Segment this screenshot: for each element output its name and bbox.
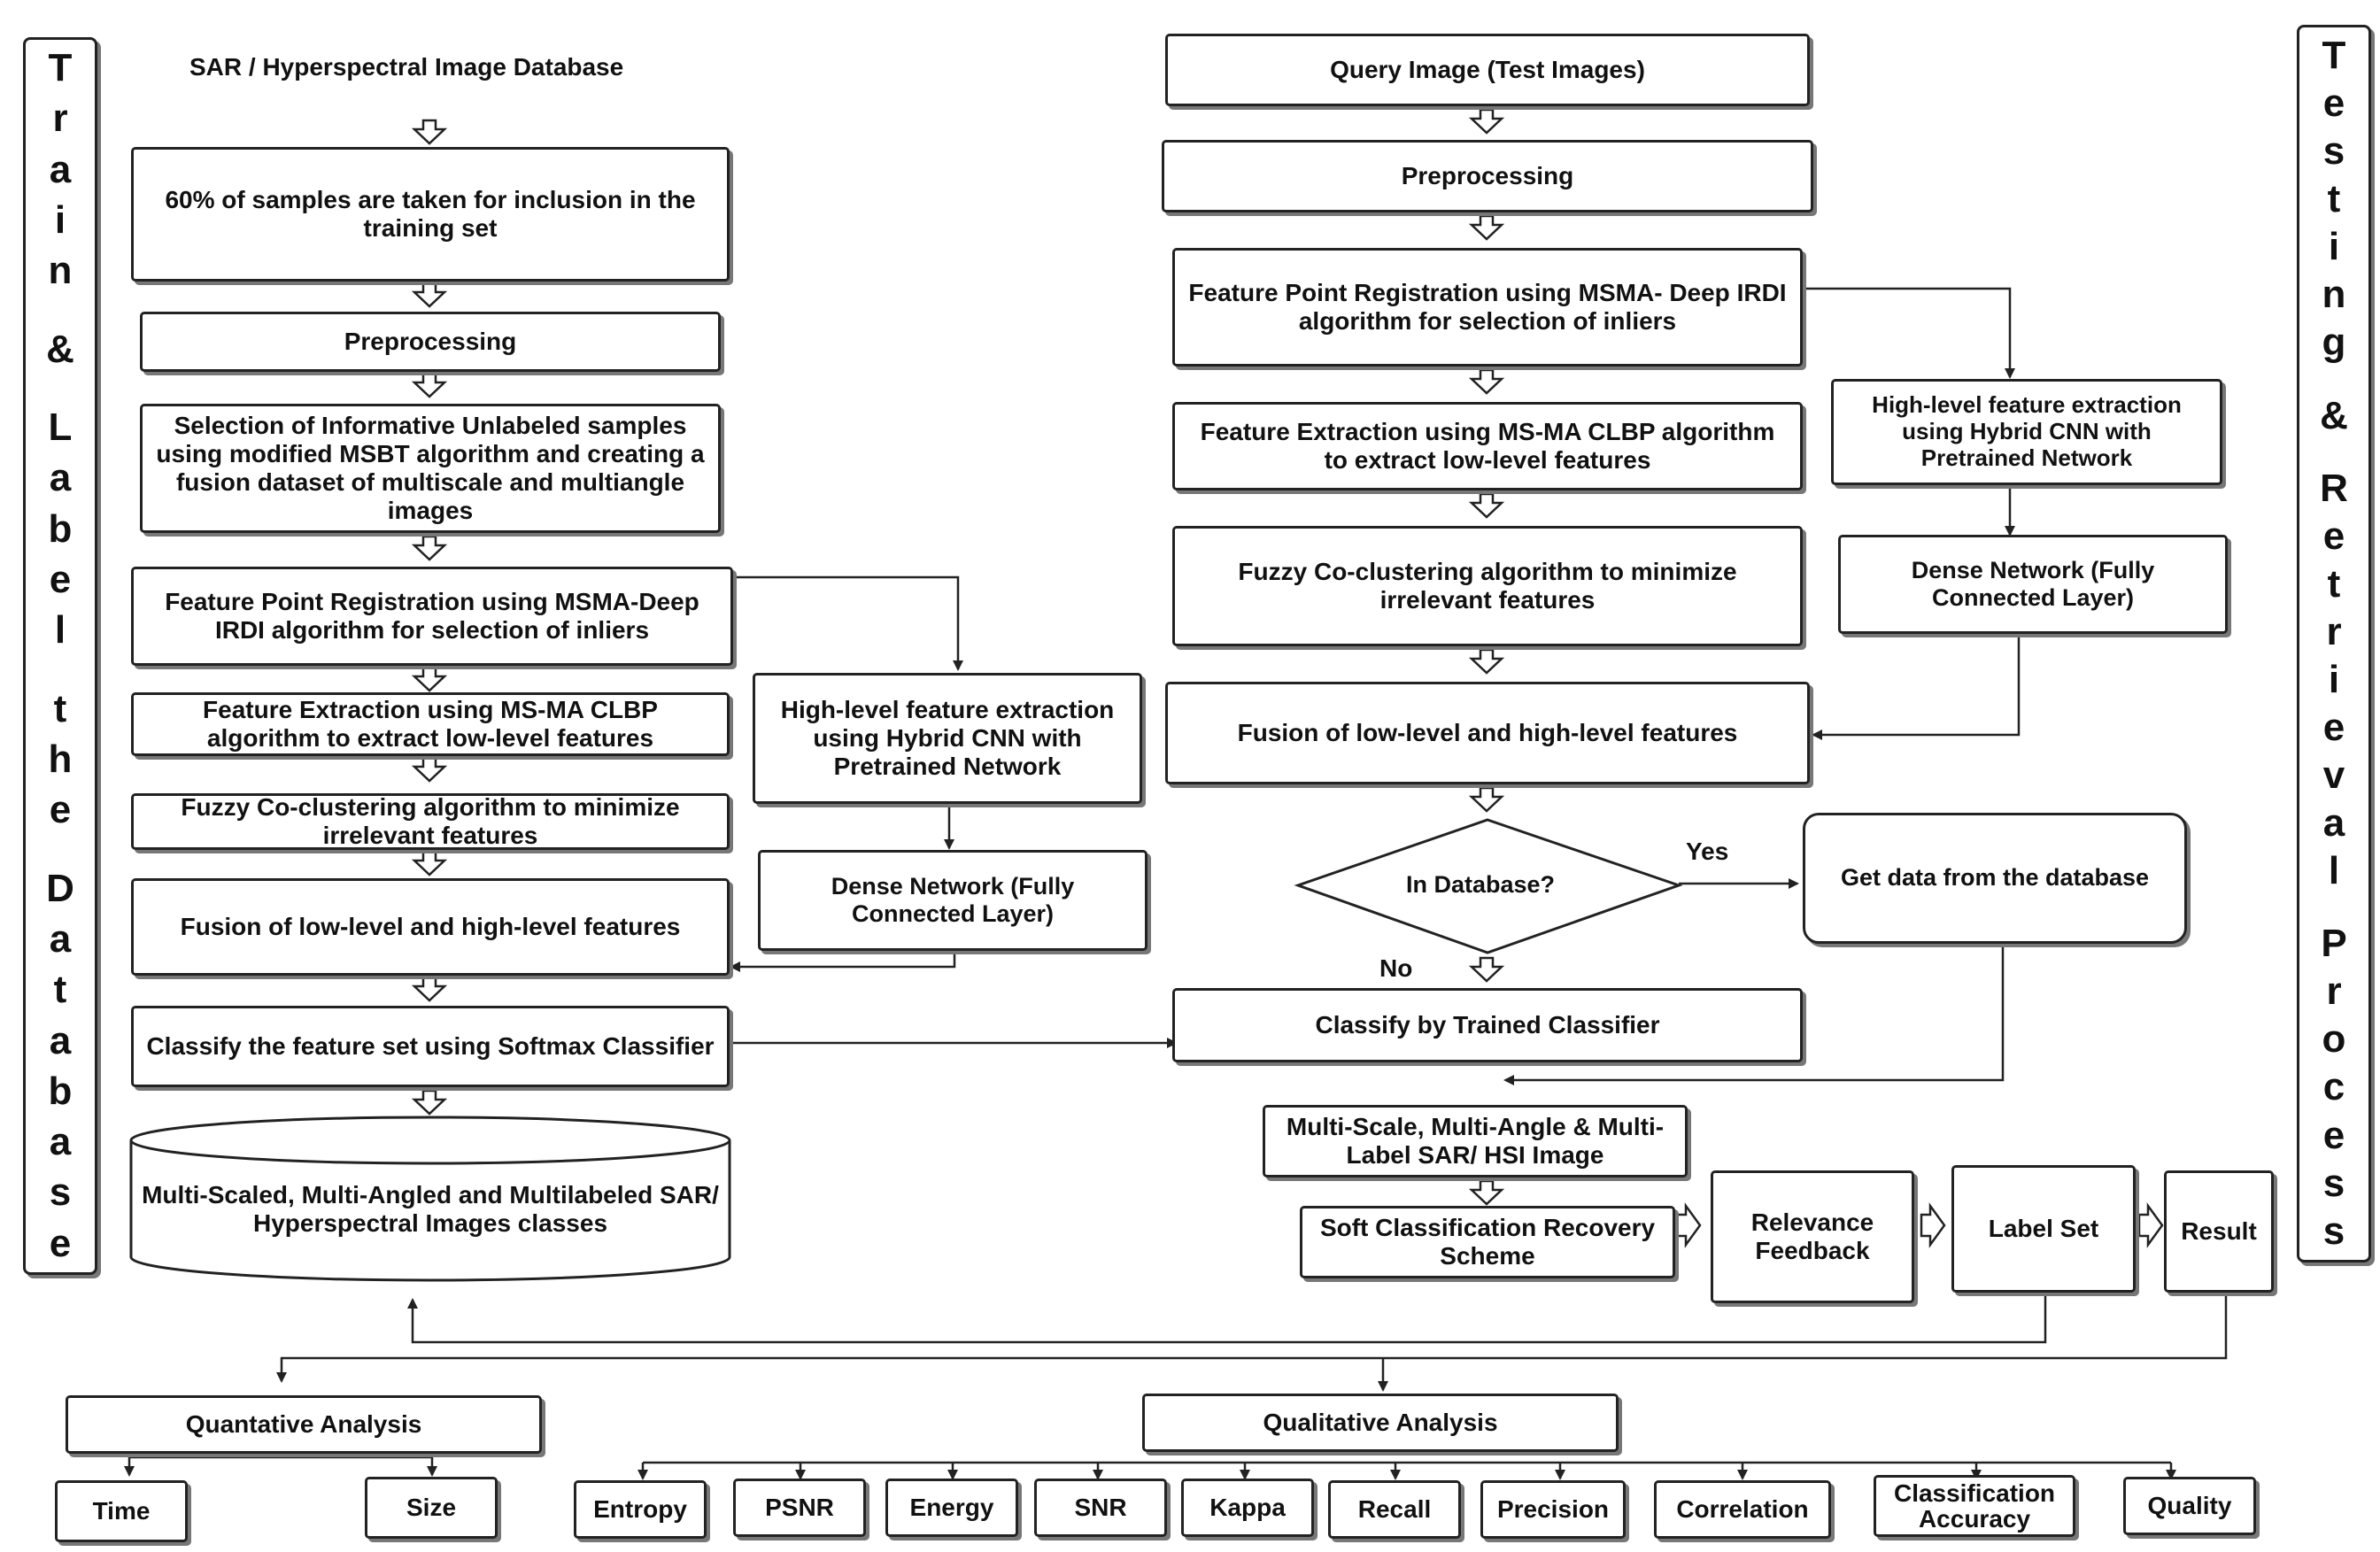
side-label-char: g bbox=[2322, 320, 2346, 365]
side-label-char: v bbox=[2322, 753, 2345, 797]
side-label-char: s bbox=[2322, 1208, 2345, 1253]
side-label-char: R bbox=[2320, 466, 2348, 510]
test-fusion-box: Fusion of low-level and high-level featu… bbox=[1165, 682, 1810, 784]
side-label-char: c bbox=[2322, 1065, 2345, 1109]
label-set-box: Label Set bbox=[1951, 1165, 2136, 1293]
side-label-char: s bbox=[2322, 1161, 2345, 1205]
metric-quality: Quality bbox=[2123, 1477, 2256, 1535]
test-dense-network-box: Dense Network (Fully Connected Layer) bbox=[1838, 535, 2228, 634]
training-samples-box: 60% of samples are taken for inclusion i… bbox=[131, 147, 730, 282]
decision-yes-label: Yes bbox=[1686, 838, 1729, 865]
side-label-char: a bbox=[49, 456, 72, 500]
test-clustering-box: Fuzzy Co-clustering algorithm to minimiz… bbox=[1172, 526, 1803, 646]
get-data-box: Get data from the database bbox=[1803, 813, 2187, 944]
metric-recall: Recall bbox=[1328, 1480, 1461, 1539]
side-label-char: t bbox=[2327, 177, 2341, 221]
side-label-char: e bbox=[2322, 1113, 2345, 1157]
test-preprocessing-box: Preprocessing bbox=[1162, 140, 1813, 212]
side-label-char: i bbox=[54, 197, 66, 242]
metric-kappa: Kappa bbox=[1181, 1479, 1314, 1537]
quantitative-analysis-box: Quantative Analysis bbox=[66, 1395, 542, 1454]
side-label-char: T bbox=[2322, 34, 2346, 77]
side-label-char: e bbox=[49, 1221, 72, 1265]
side-label-char: l bbox=[2328, 849, 2340, 893]
side-label-char: a bbox=[2322, 801, 2345, 845]
database-cylinder bbox=[129, 1116, 731, 1282]
side-label-char: T bbox=[48, 46, 73, 89]
side-label-char: & bbox=[46, 327, 74, 371]
side-label-char: e bbox=[2322, 513, 2345, 558]
train-highlevel-cnn-box: High-level feature extraction using Hybr… bbox=[753, 673, 1142, 804]
side-label-char: L bbox=[48, 405, 73, 450]
side-label-char: t bbox=[53, 686, 67, 730]
train-preprocessing-box: Preprocessing bbox=[140, 312, 721, 372]
train-fusion-box: Fusion of low-level and high-level featu… bbox=[131, 878, 730, 976]
metric-precision: Precision bbox=[1480, 1480, 1626, 1539]
metric-entropy: Entropy bbox=[574, 1480, 707, 1539]
metric-energy: Energy bbox=[885, 1479, 1018, 1537]
side-label-char: o bbox=[2322, 1017, 2346, 1062]
side-label-char: a bbox=[49, 917, 72, 961]
metric-psnr: PSNR bbox=[733, 1479, 866, 1537]
train-clustering-box: Fuzzy Co-clustering algorithm to minimiz… bbox=[131, 793, 730, 850]
side-label-char: a bbox=[49, 1120, 72, 1164]
metric-snr: SNR bbox=[1034, 1479, 1167, 1537]
side-label-char: n bbox=[2322, 273, 2346, 317]
train-dense-network-box: Dense Network (Fully Connected Layer) bbox=[758, 850, 1148, 951]
test-extraction-box: Feature Extraction using MS-MA CLBP algo… bbox=[1172, 402, 1803, 490]
database-classes-text: Multi-Scaled, Multi-Angled and Multilabe… bbox=[142, 1181, 719, 1238]
side-label-char: s bbox=[2322, 129, 2345, 174]
metric-size: Size bbox=[365, 1477, 498, 1539]
side-label-char: P bbox=[2321, 922, 2347, 966]
side-label-char: n bbox=[48, 249, 73, 293]
side-label-char: e bbox=[2322, 705, 2345, 749]
metric-correlation: Correlation bbox=[1654, 1480, 1831, 1539]
side-label-char: b bbox=[48, 506, 73, 551]
side-label-char: r bbox=[2326, 969, 2342, 1014]
side-label-char: e bbox=[2322, 81, 2345, 126]
side-label-char: l bbox=[54, 608, 66, 652]
side-label-char: t bbox=[2327, 561, 2341, 606]
train-extraction-box: Feature Extraction using MS-MA CLBP algo… bbox=[131, 692, 730, 756]
query-image-box: Query Image (Test Images) bbox=[1165, 34, 1810, 106]
result-box: Result bbox=[2164, 1170, 2274, 1293]
side-label-char: a bbox=[49, 1018, 72, 1062]
side-label-char: a bbox=[49, 147, 72, 191]
metric-classification-accuracy: Classification Accuracy bbox=[1874, 1475, 2075, 1537]
decision-diamond bbox=[1294, 818, 1683, 954]
hollow-arrows-chain bbox=[1675, 1202, 2164, 1248]
side-label-char: s bbox=[49, 1170, 72, 1215]
side-label-char: e bbox=[49, 788, 72, 832]
side-label-char: i bbox=[2328, 225, 2340, 269]
hollow-arrows-right bbox=[1468, 108, 1505, 1206]
side-label-char: h bbox=[48, 737, 73, 781]
qualitative-analysis-box: Qualitative Analysis bbox=[1142, 1394, 1619, 1452]
softmax-classify-box: Classify the feature set using Softmax C… bbox=[131, 1006, 730, 1087]
side-label-char: r bbox=[52, 97, 68, 141]
side-label-char: r bbox=[2326, 609, 2342, 653]
metric-time: Time bbox=[55, 1480, 188, 1542]
train-registration-box: Feature Point Registration using MSMA-De… bbox=[131, 567, 733, 666]
decision-label: In Database? bbox=[1406, 871, 1556, 898]
test-registration-box: Feature Point Registration using MSMA- D… bbox=[1172, 248, 1803, 367]
side-label-char: & bbox=[2320, 393, 2348, 437]
decision-no-label: No bbox=[1379, 954, 1413, 982]
relevance-feedback-box: Relevance Feedback bbox=[1711, 1170, 1914, 1303]
informative-sample-selection-box: Selection of Informative Unlabeled sampl… bbox=[140, 404, 721, 533]
test-highlevel-cnn-box: High-level feature extraction using Hybr… bbox=[1831, 379, 2222, 485]
database-title: SAR / Hyperspectral Image Database bbox=[189, 53, 624, 81]
trained-classifier-box: Classify by Trained Classifier bbox=[1172, 988, 1803, 1062]
hollow-arrows-left bbox=[411, 119, 448, 1116]
side-label-char: i bbox=[2328, 657, 2340, 701]
side-label-char: e bbox=[49, 557, 72, 601]
side-label-char: b bbox=[48, 1069, 73, 1113]
multi-label-image-box: Multi-Scale, Multi-Angle & Multi-Label S… bbox=[1263, 1105, 1688, 1178]
soft-classification-box: Soft Classification Recovery Scheme bbox=[1300, 1206, 1675, 1278]
side-label-char: D bbox=[46, 866, 74, 910]
side-label-char: t bbox=[53, 968, 67, 1012]
